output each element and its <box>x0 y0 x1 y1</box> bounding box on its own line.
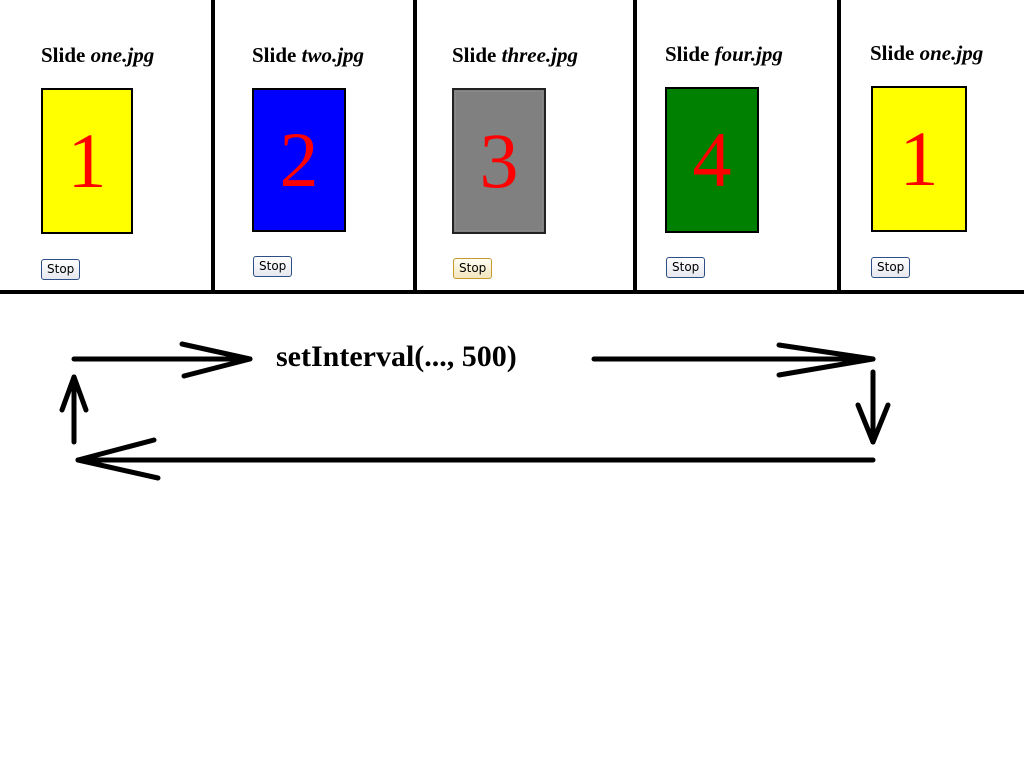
slide-filename: two.jpg <box>301 43 365 67</box>
panel-divider <box>633 0 637 293</box>
slide-image: 1 <box>871 86 967 232</box>
panel-divider <box>413 0 417 293</box>
panel-divider <box>211 0 215 293</box>
slide-title: Slide four.jpg <box>665 42 783 67</box>
slide-image: 2 <box>252 88 346 232</box>
strip-baseline <box>0 290 1024 294</box>
slide-filename: four.jpg <box>714 42 783 66</box>
panel-divider <box>837 0 841 293</box>
stop-button[interactable]: Stop <box>871 257 911 278</box>
slide-number: 3 <box>479 117 519 204</box>
arrowhead-left-icon <box>75 437 161 481</box>
slide-filename: three.jpg <box>501 43 579 67</box>
stop-button[interactable]: Stop <box>41 259 81 280</box>
slide-title-prefix: Slide <box>452 43 497 67</box>
stop-button[interactable]: Stop <box>453 258 493 279</box>
slide-title: Slide one.jpg <box>870 41 983 66</box>
slide-title: Slide three.jpg <box>452 43 578 68</box>
slide-image: 1 <box>41 88 133 234</box>
slide-title-prefix: Slide <box>665 42 710 66</box>
slide-number: 1 <box>899 115 939 202</box>
slide-filename: one.jpg <box>919 41 984 65</box>
slide-title-prefix: Slide <box>870 41 915 65</box>
slide-number: 2 <box>279 116 319 203</box>
arrowhead-right-icon <box>179 341 253 379</box>
slide-number: 1 <box>67 117 107 204</box>
loop-label: setInterval(..., 500) <box>276 340 517 373</box>
slide-title-prefix: Slide <box>41 43 86 67</box>
slide-filename: one.jpg <box>90 43 155 67</box>
stop-button[interactable]: Stop <box>253 256 293 277</box>
slide-image: 4 <box>665 87 759 233</box>
arrowhead-down-icon <box>855 402 891 445</box>
stop-button[interactable]: Stop <box>666 257 706 278</box>
slide-title-prefix: Slide <box>252 43 297 67</box>
slide-title: Slide one.jpg <box>41 43 154 68</box>
arrowhead-right-icon <box>776 342 876 378</box>
slide-title: Slide two.jpg <box>252 43 364 68</box>
slide-number: 4 <box>692 116 732 203</box>
slide-image: 3 <box>452 88 546 234</box>
arrowhead-up-icon <box>59 374 89 413</box>
